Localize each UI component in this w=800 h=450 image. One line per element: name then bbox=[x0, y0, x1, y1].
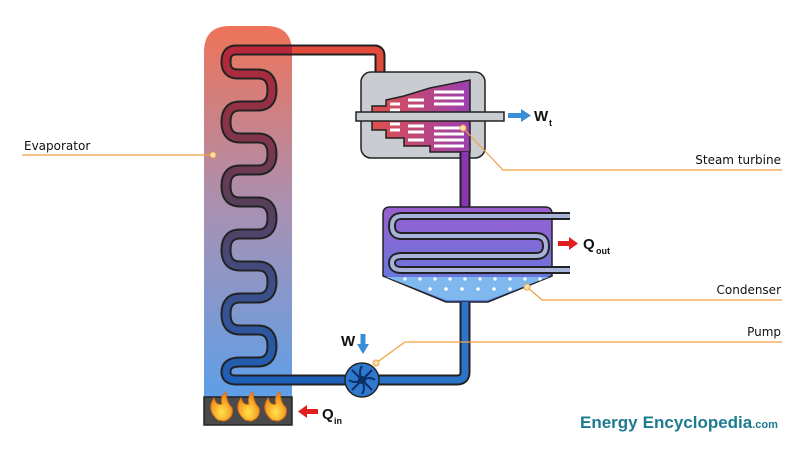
work-turbine-symbol: W bbox=[534, 108, 549, 125]
work-turbine-subscript: t bbox=[549, 118, 552, 128]
steam-turbine-label: Steam turbine bbox=[695, 153, 781, 167]
pump bbox=[344, 362, 380, 398]
flame-icon bbox=[264, 391, 287, 422]
evaporator-body bbox=[204, 26, 292, 397]
heat-in-subscript: in bbox=[334, 416, 342, 426]
turbine-shaft bbox=[355, 111, 505, 122]
brand-word-encyclopedia: Encyclopedia bbox=[642, 413, 753, 432]
condenser-label: Condenser bbox=[717, 283, 782, 297]
heat-in-arrow bbox=[298, 405, 318, 418]
condensate-pipe bbox=[378, 302, 471, 386]
heat-out-subscript: out bbox=[596, 246, 610, 256]
condenser-coil-fill bbox=[389, 214, 570, 272]
flame-icon bbox=[237, 391, 260, 422]
heat-out-symbol: Q bbox=[583, 236, 595, 253]
leader-lines bbox=[22, 127, 782, 364]
furnace bbox=[203, 391, 293, 426]
flame-icon bbox=[210, 391, 233, 422]
condensate-pipe-fill bbox=[378, 302, 469, 384]
pump-label: Pump bbox=[747, 325, 781, 339]
evaporator bbox=[204, 26, 386, 397]
steam-turbine bbox=[355, 71, 505, 159]
brand-word-energy: Energy bbox=[580, 413, 638, 432]
work-turbine-arrow bbox=[508, 109, 531, 122]
leader-dots bbox=[209, 124, 531, 367]
hot-steam-pipe-fill bbox=[292, 46, 384, 96]
work-pump-symbol: W bbox=[341, 333, 356, 350]
heat-in-symbol: Q bbox=[322, 406, 334, 423]
condenser bbox=[382, 206, 570, 303]
droplets bbox=[403, 277, 542, 291]
turbine-blades bbox=[390, 90, 464, 148]
work-pump-arrow bbox=[357, 334, 369, 354]
evaporator-label: Evaporator bbox=[24, 139, 90, 153]
condensate-pool bbox=[386, 277, 549, 300]
evaporator-coil-fill bbox=[222, 46, 384, 384]
brand-suffix: .com bbox=[752, 419, 778, 431]
heat-out-arrow bbox=[558, 237, 578, 250]
